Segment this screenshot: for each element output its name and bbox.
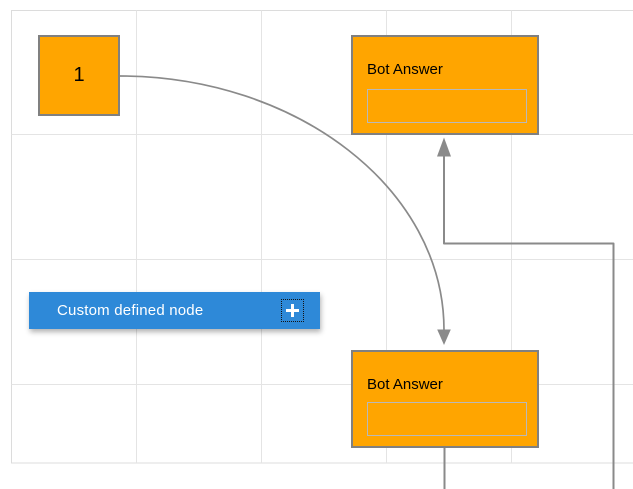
node-title: Bot Answer xyxy=(367,61,443,78)
bot-answer-input[interactable] xyxy=(367,89,527,123)
add-button[interactable] xyxy=(281,299,304,322)
node-custom-label: Custom defined node xyxy=(57,302,204,319)
canvas-border xyxy=(11,10,633,464)
node-bot-answer-bottom[interactable]: Bot Answer xyxy=(351,350,539,448)
node-start-label: 1 xyxy=(73,64,85,86)
bot-answer-input[interactable] xyxy=(367,402,527,436)
arrowhead-down-icon xyxy=(437,329,451,345)
plus-icon xyxy=(282,300,303,321)
node-custom-defined[interactable]: Custom defined node xyxy=(29,292,320,329)
connector-curved[interactable] xyxy=(119,75,451,345)
node-start[interactable]: 1 xyxy=(38,35,120,116)
connector-orthogonal-path[interactable] xyxy=(443,156,615,489)
node-bot-answer-top[interactable]: Bot Answer xyxy=(351,35,539,135)
connector-curved-path[interactable] xyxy=(119,75,445,331)
arrowhead-up-icon xyxy=(437,137,451,157)
connector-orthogonal[interactable] xyxy=(437,137,615,489)
node-title: Bot Answer xyxy=(367,376,443,393)
